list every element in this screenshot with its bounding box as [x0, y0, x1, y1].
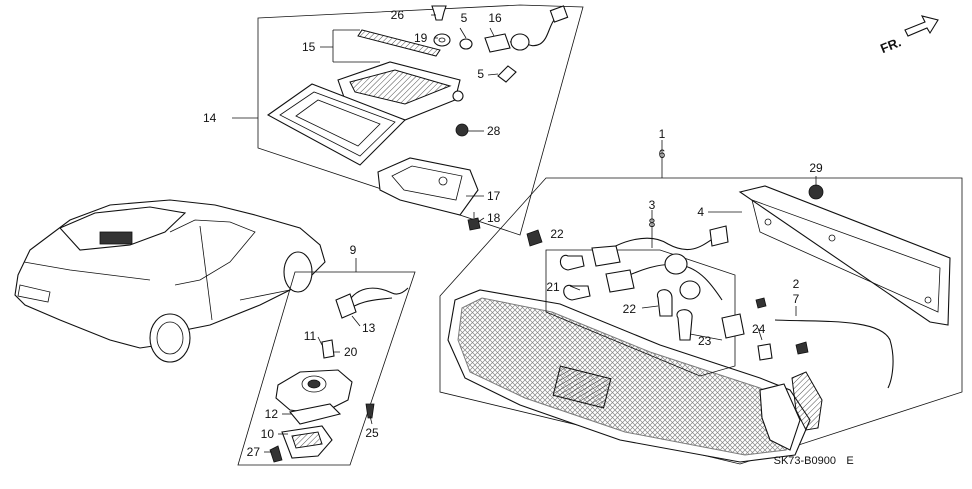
callout-9: 9	[350, 243, 357, 257]
callout-27: 27	[247, 445, 261, 459]
callout-6: 6	[659, 147, 666, 161]
callout-28: 28	[487, 124, 501, 138]
socket-part	[484, 33, 511, 53]
grommet-part	[433, 33, 451, 47]
leader-lines	[232, 14, 817, 453]
diagram-code: SK73-B0900	[774, 455, 836, 467]
high-mount-stoplight-on-vehicle	[99, 231, 133, 245]
mounting-rail	[357, 29, 441, 57]
callout-25: 25	[365, 426, 379, 440]
callout-5-lower: 5	[477, 67, 484, 81]
part-callouts: 26 5 16 19 15 5 14 28 17 18 1 6 29 3 8 4…	[203, 8, 823, 459]
license-bulb-part	[321, 339, 335, 359]
callout-5-upper: 5	[461, 11, 468, 25]
callout-29: 29	[809, 161, 823, 175]
callout-1: 1	[659, 127, 666, 141]
callout-16: 16	[488, 11, 502, 25]
callout-22-lower: 22	[623, 302, 637, 316]
gasket-part	[288, 403, 342, 425]
license-light-group	[237, 271, 416, 466]
reflector-insert	[552, 365, 612, 409]
callout-14: 14	[203, 111, 217, 125]
taillight-gasket	[738, 185, 951, 326]
nut-part	[455, 123, 469, 137]
vehicle-outline-illustration	[14, 199, 326, 363]
taillight-bulb-23	[676, 309, 693, 341]
diagram-code-block: SK73-B0900 E	[774, 455, 854, 467]
callout-12: 12	[265, 407, 279, 421]
light-base	[377, 157, 479, 216]
callout-26: 26	[391, 8, 405, 22]
front-label: FR.	[878, 34, 903, 56]
taillight-bulb-22b	[656, 289, 673, 317]
side-marker-bulb	[757, 343, 773, 361]
callout-10: 10	[261, 427, 275, 441]
bulb-part-lower	[497, 65, 517, 83]
callout-19: 19	[414, 31, 428, 45]
clip-part	[431, 5, 447, 21]
lens-frame	[266, 83, 406, 166]
front-arrow-icon	[904, 15, 939, 37]
screw-part	[467, 217, 481, 231]
lens-screw-part	[269, 445, 283, 463]
wire-harness-part	[335, 293, 357, 319]
front-direction-indicator: FR.	[878, 15, 939, 56]
callout-17: 17	[487, 189, 501, 203]
taillight-nut	[808, 184, 824, 200]
revision-letter: E	[846, 455, 853, 467]
callout-18: 18	[487, 211, 501, 225]
callout-15: 15	[302, 40, 316, 54]
taillight-bulb-22	[559, 254, 585, 271]
callout-22-upper: 22	[550, 227, 564, 241]
high-mount-stop-light-group	[257, 4, 584, 236]
license-screw-part	[365, 403, 375, 419]
callout-4: 4	[697, 205, 704, 219]
callout-11: 11	[304, 329, 317, 343]
callout-21: 21	[546, 280, 560, 294]
callout-2: 2	[793, 277, 800, 291]
callout-23: 23	[698, 334, 712, 348]
taillight-group	[439, 177, 963, 465]
bulb-part	[459, 38, 473, 50]
side-marker-lens	[791, 371, 823, 431]
callout-3: 3	[649, 198, 656, 212]
callout-13: 13	[362, 321, 376, 335]
callout-7: 7	[793, 292, 800, 306]
callout-20: 20	[344, 345, 358, 359]
callout-24: 24	[752, 322, 766, 336]
taillight-bulb-21	[563, 284, 591, 301]
callout-8: 8	[649, 216, 656, 230]
